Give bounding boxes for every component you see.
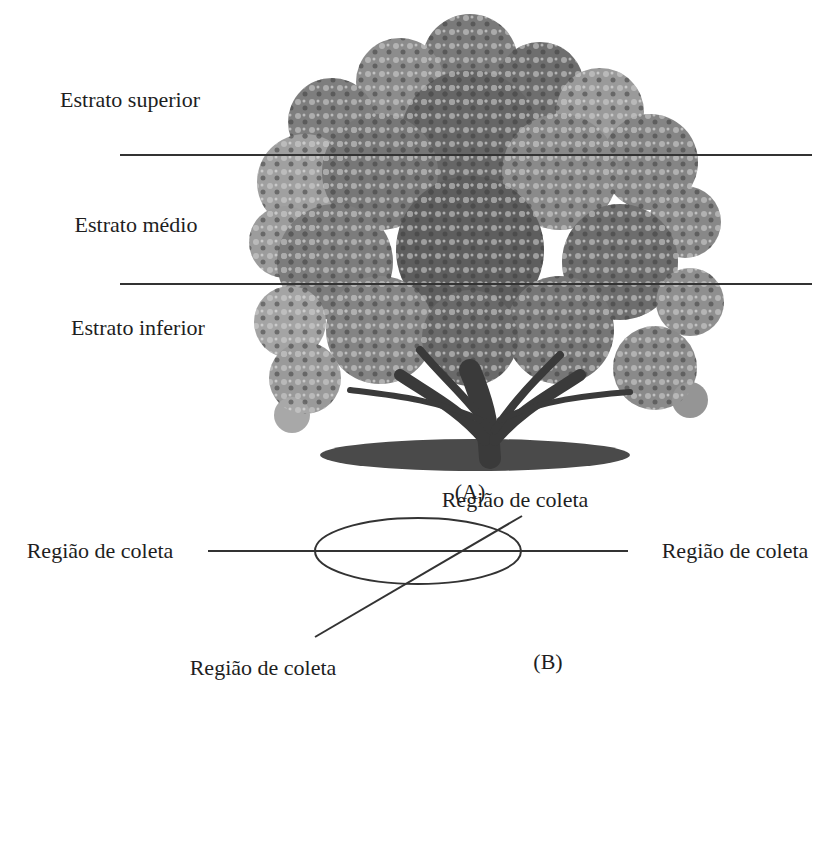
collection-label: Região de coleta — [190, 655, 337, 681]
foliage-blob — [656, 268, 724, 336]
foliage-blob — [326, 276, 434, 384]
stratum-label: Estrato superior — [60, 87, 200, 113]
foliage-blob — [656, 268, 724, 336]
sampling-axis — [208, 550, 628, 552]
stratum-divider — [120, 283, 812, 285]
foliage-blob — [326, 276, 434, 384]
leaf-texture — [249, 14, 724, 414]
foliage-blob — [269, 342, 341, 414]
ground-shadow — [320, 439, 630, 471]
collection-label: Região de coleta — [662, 538, 809, 564]
svg-part — [350, 390, 480, 420]
foliage-blob — [613, 326, 697, 410]
foliage-blob — [269, 342, 341, 414]
svg-part — [500, 392, 630, 420]
tree-crown — [249, 14, 724, 433]
stratum-label: Estrato médio — [75, 212, 198, 238]
collection-label: Região de coleta — [27, 538, 174, 564]
foliage-blob — [613, 326, 697, 410]
stratum-divider — [120, 154, 812, 156]
foliage-blob — [506, 276, 614, 384]
sampling-axis — [315, 516, 522, 637]
panel-letter: (B) — [533, 649, 562, 675]
foliage-blob — [506, 276, 614, 384]
stratum-label: Estrato inferior — [71, 315, 205, 341]
collection-label: Região de coleta — [442, 487, 589, 513]
tree-trunk — [350, 350, 630, 458]
